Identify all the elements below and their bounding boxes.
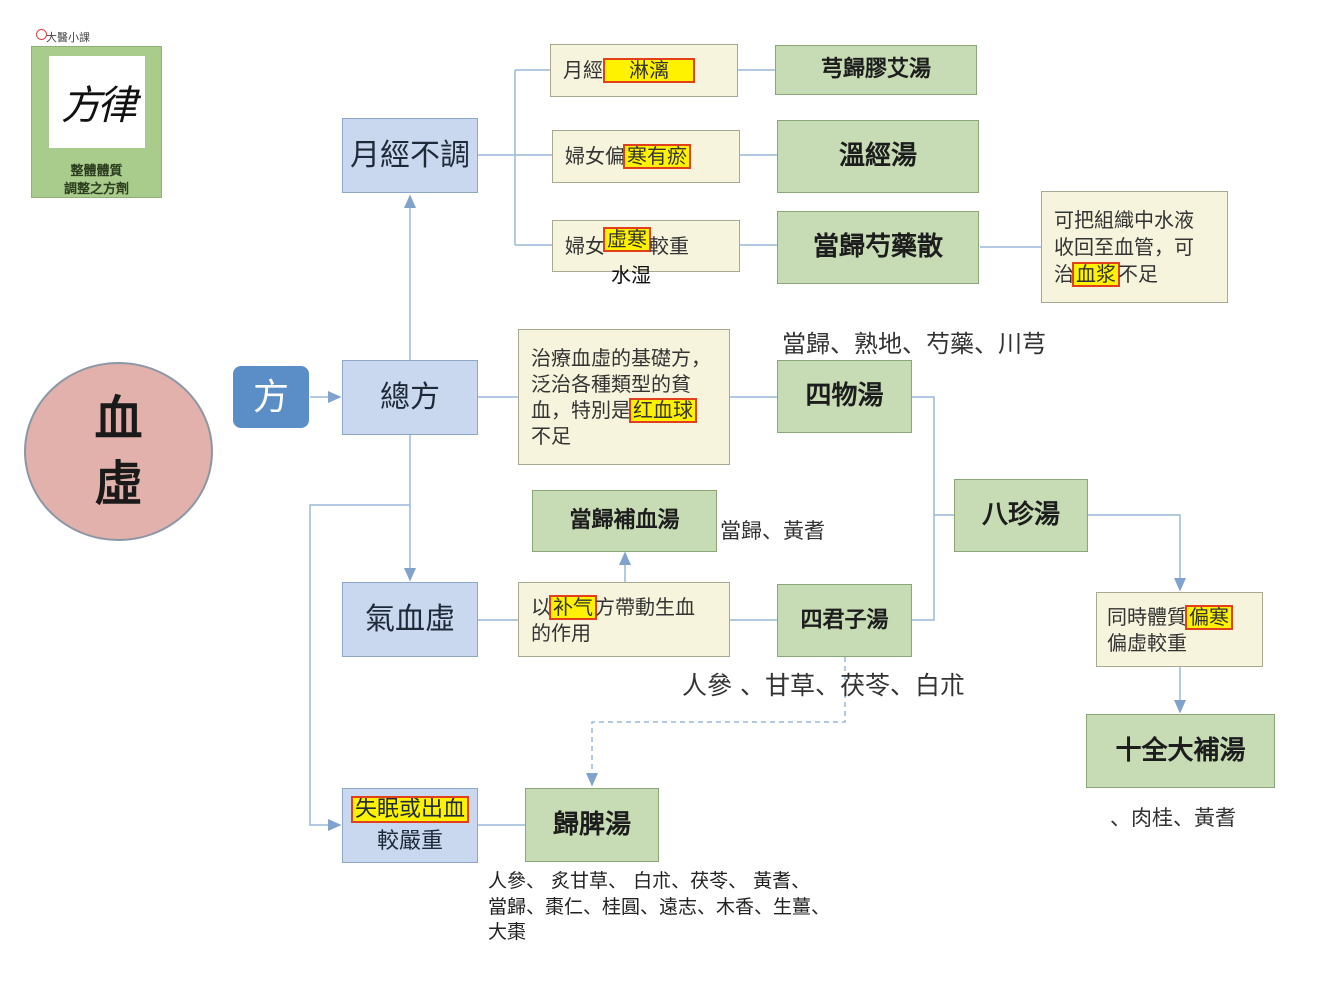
logo-caption-1: 整體體質: [70, 164, 123, 179]
condition-cold-stasis-text: 婦女偏: [565, 144, 625, 168]
note-plasma-line1: 可把組織中水液: [1054, 207, 1194, 232]
formula-bazhen: 八珍湯: [954, 479, 1088, 552]
ingredients-siwu: 當歸、熟地、芍藥、川芎: [782, 330, 1046, 358]
condition-deficiency-cold: 婦女 虛寒 較重: [552, 220, 740, 272]
note-buqi-pre: 以: [531, 594, 551, 619]
severe-highlight: 失眠或出血: [350, 795, 470, 824]
note-buqi-highlight: 补气: [549, 594, 597, 620]
ingredients-guipi-line3: 大棗: [488, 921, 527, 944]
category-menstrual: 月經不調: [342, 118, 478, 193]
root-title-2: 虛: [94, 455, 143, 512]
severe-text: 較嚴重: [376, 828, 443, 854]
logo-top-text: 大醫小課: [46, 31, 90, 44]
note-bazhen: 同時體質偏寒 偏虛較重: [1096, 592, 1263, 667]
ingredients-guipi: 人參、 炙甘草、 白朮、茯苓、 黃耆、 當歸、棗仁、桂圓、遠志、木香、生薑、 大…: [488, 869, 830, 946]
condition-lingli-text: 月經: [563, 58, 603, 82]
note-buqi-line2: 的作用: [531, 620, 591, 645]
condition-lingli: 月經 淋漓: [550, 44, 738, 97]
category-general: 總方: [342, 360, 478, 435]
note-buqi-post: 方帶動生血: [595, 594, 695, 619]
formula-dangguishaoyao: 當歸芍藥散: [777, 211, 979, 284]
condition-damp-label: 水湿: [611, 263, 651, 287]
condition-lingli-highlight: 淋漓: [603, 58, 695, 83]
condition-deficiency-cold-highlight: 虛寒: [603, 227, 651, 252]
formula-wenjing: 溫經湯: [777, 120, 979, 193]
logo-calligraphy: 方律: [49, 56, 145, 148]
formula-sijunzi: 四君子湯: [777, 584, 912, 657]
note-plasma-post: 不足: [1118, 261, 1158, 286]
note-buqi: 以补气方帶動生血 的作用: [518, 582, 730, 657]
condition-cold-stasis: 婦女偏 寒有瘀: [552, 130, 740, 183]
logo-seal-icon: [36, 29, 47, 40]
category-severe: 失眠或出血 較嚴重: [342, 788, 478, 863]
formula-danggui-buxue: 當歸補血湯: [532, 490, 717, 552]
note-siwu-line1: 治療血虛的基礎方，: [531, 346, 711, 370]
root-title-1: 血: [94, 390, 143, 447]
formula-shiquan: 十全大補湯: [1086, 714, 1275, 788]
note-plasma: 可把組織中水液 收回至血管，可 治血浆不足: [1041, 191, 1228, 303]
note-bazhen-highlight: 偏寒: [1185, 604, 1233, 630]
formula-guipi: 歸脾湯: [525, 788, 659, 862]
category-qi-blood: 氣血虛: [342, 582, 478, 657]
fang-tag: 方: [233, 366, 309, 428]
note-siwu-line2: 泛治各種類型的貧: [531, 372, 691, 396]
note-plasma-pre: 治: [1054, 261, 1074, 286]
formula-xiongguijiaoai: 芎歸膠艾湯: [775, 45, 977, 95]
ingredients-sijunzi: 人參 、甘草、茯苓、白朮: [682, 671, 965, 700]
root-circle: 血 虛: [24, 362, 213, 541]
ingredients-shiquan: 、肉桂、黃耆: [1110, 806, 1236, 830]
ingredients-guipi-line2: 當歸、棗仁、桂圓、遠志、木香、生薑、: [488, 895, 831, 918]
condition-deficiency-cold-text: 婦女: [565, 233, 605, 258]
note-bazhen-line2: 偏虛較重: [1107, 630, 1187, 655]
ingredients-guipi-line1: 人參、 炙甘草、 白朮、茯苓、 黃耆、: [488, 870, 811, 892]
ingredients-danggui-buxue: 當歸、黃耆: [720, 519, 825, 543]
condition-deficiency-cold-post: 較重: [649, 233, 689, 258]
note-bazhen-pre: 同時體質: [1107, 604, 1187, 629]
formula-siwu: 四物湯: [777, 360, 912, 433]
note-siwu-post: 不足: [531, 424, 571, 448]
condition-cold-stasis-highlight: 寒有瘀: [623, 144, 691, 169]
logo-panel: 方律 整體體質 調整之方劑: [31, 46, 162, 198]
logo-caption-2: 調整之方劑: [63, 182, 129, 197]
note-plasma-line2: 收回至血管，可: [1054, 234, 1194, 259]
note-plasma-highlight: 血浆: [1072, 261, 1120, 287]
note-siwu-highlight: 红血球: [629, 398, 697, 423]
note-siwu-pre: 血，特別是: [531, 398, 631, 422]
note-siwu: 治療血虛的基礎方， 泛治各種類型的貧 血，特別是红血球 不足: [518, 329, 730, 465]
